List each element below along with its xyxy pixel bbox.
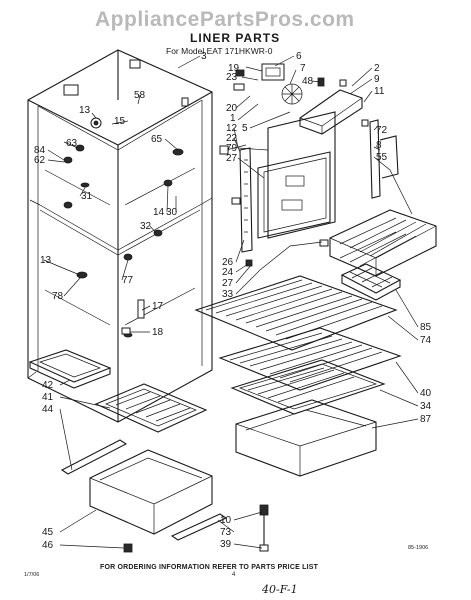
callout-39: 39 — [220, 539, 232, 550]
callout-48: 48 — [302, 76, 314, 87]
callout-15: 15 — [114, 116, 126, 127]
callout-87: 87 — [420, 414, 432, 425]
diagram-title: LINER PARTS — [190, 31, 281, 45]
liner-cabinet — [27, 49, 213, 423]
ordering-note: FOR ORDERING INFORMATION REFER TO PARTS … — [100, 564, 319, 571]
drawing-reference: 85-1906 — [408, 545, 429, 551]
callout-32: 32 — [140, 221, 152, 232]
callout-14: 14 — [153, 207, 165, 218]
callout-31: 31 — [81, 191, 93, 202]
callout-6: 6 — [296, 51, 302, 62]
callout-20: 20 — [226, 103, 238, 114]
crisper-frame — [230, 359, 386, 415]
callout-10: 10 — [220, 515, 232, 526]
callout-40: 40 — [420, 388, 432, 399]
callout-11: 11 — [374, 86, 385, 97]
callout-18: 18 — [152, 327, 164, 338]
drip-tray — [28, 349, 112, 389]
fan-assembly — [233, 63, 363, 135]
callout-22: 22 — [226, 133, 238, 144]
callout-63: 63 — [66, 138, 78, 149]
slide-rail-left — [60, 439, 128, 475]
callout-12: 12 — [226, 123, 238, 134]
callout-73: 73 — [220, 527, 232, 538]
callout-26: 26 — [222, 257, 234, 268]
callout-84: 84 — [34, 145, 46, 156]
wire-shelf-upper — [194, 275, 398, 351]
callout-41: 41 — [42, 392, 54, 403]
callout-44: 44 — [42, 404, 54, 415]
callout-1: 1 — [230, 113, 236, 124]
callout-30: 30 — [166, 207, 178, 218]
callout-58: 58 — [134, 90, 146, 101]
callout-46: 46 — [42, 540, 54, 551]
callout-77: 77 — [122, 275, 134, 286]
callout-7: 7 — [300, 63, 306, 74]
callout-8: 8 — [376, 140, 382, 151]
callout-33: 33 — [222, 289, 234, 300]
callout-24: 24 — [222, 267, 234, 278]
callout-85: 85 — [420, 322, 432, 333]
callout-65: 65 — [151, 134, 163, 145]
meat-pan-cover — [94, 383, 208, 433]
callout-42: 42 — [42, 380, 54, 391]
document-code: 1/7/06 — [24, 572, 40, 578]
callout-55: 55 — [376, 152, 388, 163]
evaporator-cover — [219, 111, 336, 239]
side-rail — [239, 147, 253, 253]
callout-13: 13 — [79, 105, 91, 116]
callout-13b: 13 — [40, 255, 52, 266]
slide-rail-bottom — [170, 513, 228, 541]
callout-19: 19 — [228, 63, 240, 74]
page-number: 4 — [232, 572, 236, 578]
hardware-parts — [121, 119, 369, 553]
callout-62: 62 — [34, 155, 46, 166]
callout-72: 72 — [376, 125, 388, 136]
callout-17: 17 — [152, 301, 164, 312]
ice-tray — [340, 263, 402, 301]
callout-79: 79 — [226, 143, 238, 154]
wire-basket — [329, 209, 437, 277]
handwritten-note: 40-F-1 — [262, 583, 298, 596]
diagram-subtitle: For Model EAT 171HKWR-0 — [166, 46, 273, 56]
watermark-text: AppliancePartsPros.com — [95, 8, 355, 31]
callout-5: 5 — [242, 123, 248, 134]
callout-78: 78 — [52, 291, 64, 302]
leader-lines — [43, 55, 419, 549]
callout-2: 2 — [374, 63, 380, 74]
callout-labels: 3 6 19 7 58 23 48 2 9 11 13 15 20 1 5 72… — [34, 51, 432, 551]
crisper-pan-left — [89, 449, 213, 535]
callout-23: 23 — [226, 72, 238, 83]
callout-34: 34 — [420, 401, 432, 412]
right-trim-strip — [369, 119, 399, 199]
callout-27b: 27 — [222, 278, 234, 289]
callout-45: 45 — [42, 527, 54, 538]
crisper-cover — [218, 327, 402, 391]
callout-3: 3 — [201, 51, 207, 62]
callout-74: 74 — [420, 335, 432, 346]
callout-27: 27 — [226, 153, 238, 164]
crisper-pan-right — [235, 399, 377, 477]
callout-9: 9 — [374, 74, 380, 85]
